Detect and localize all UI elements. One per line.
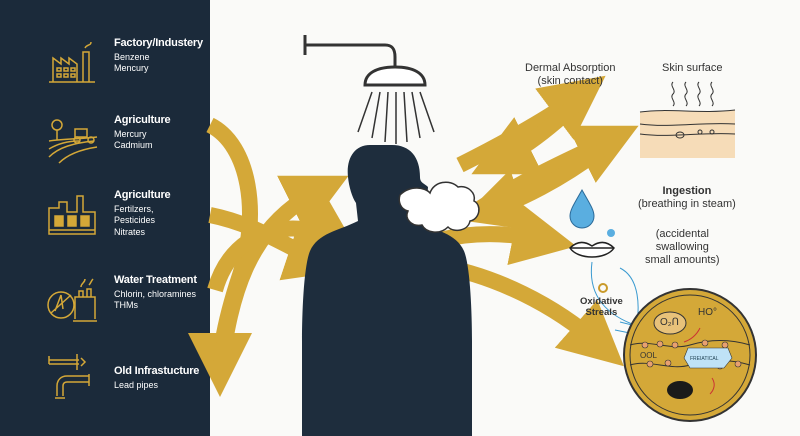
tractor-icon	[48, 119, 98, 164]
source-title: Factory/Industery	[114, 37, 203, 49]
sources-panel	[0, 0, 210, 436]
source-item: Chlorin, chloramines	[114, 288, 197, 299]
pipes-icon	[48, 354, 90, 399]
treatment-plant-icon	[47, 278, 97, 322]
freatical-label: FREIATICAL	[690, 356, 719, 362]
shower-head-icon	[303, 35, 435, 144]
o2-label: O₂Ո	[660, 317, 679, 328]
skin-surface-illustration	[639, 81, 736, 158]
source-title: Old Infrastucture	[114, 365, 200, 377]
source-title: Water Treatment	[114, 274, 197, 286]
source-item: Cadmium	[114, 140, 153, 150]
return-arrows	[459, 84, 605, 231]
ool-label: OOL	[640, 351, 657, 360]
cell-damage-illustration	[623, 288, 757, 422]
ho-label: HO°	[698, 307, 717, 318]
source-item: Nitrates	[114, 226, 146, 237]
plant-icon	[48, 195, 96, 235]
skin-label: Skin surface	[662, 62, 723, 74]
ingestion-label: Ingestion(breathing in steam)	[638, 185, 736, 210]
lips-icon	[569, 241, 615, 258]
source-item: Lead pipes	[114, 379, 159, 390]
source-item: Fertilzers,	[114, 203, 154, 214]
dermal-label: Dermal Absorption(skin contact)	[525, 62, 616, 87]
steam-cloud-icon	[398, 181, 480, 233]
person-silhouette	[302, 145, 472, 436]
water-drop-icon	[569, 188, 595, 229]
source-item: Mercury	[114, 128, 147, 139]
source-item: Pesticides	[114, 215, 156, 225]
source-title: Agriculture	[114, 189, 171, 201]
source-item: THMs	[114, 300, 138, 310]
source-item: Mencury	[114, 63, 149, 73]
source-title: Agriculture	[114, 114, 171, 126]
factory-icon	[49, 41, 95, 83]
source-item: Benzene	[114, 51, 150, 62]
